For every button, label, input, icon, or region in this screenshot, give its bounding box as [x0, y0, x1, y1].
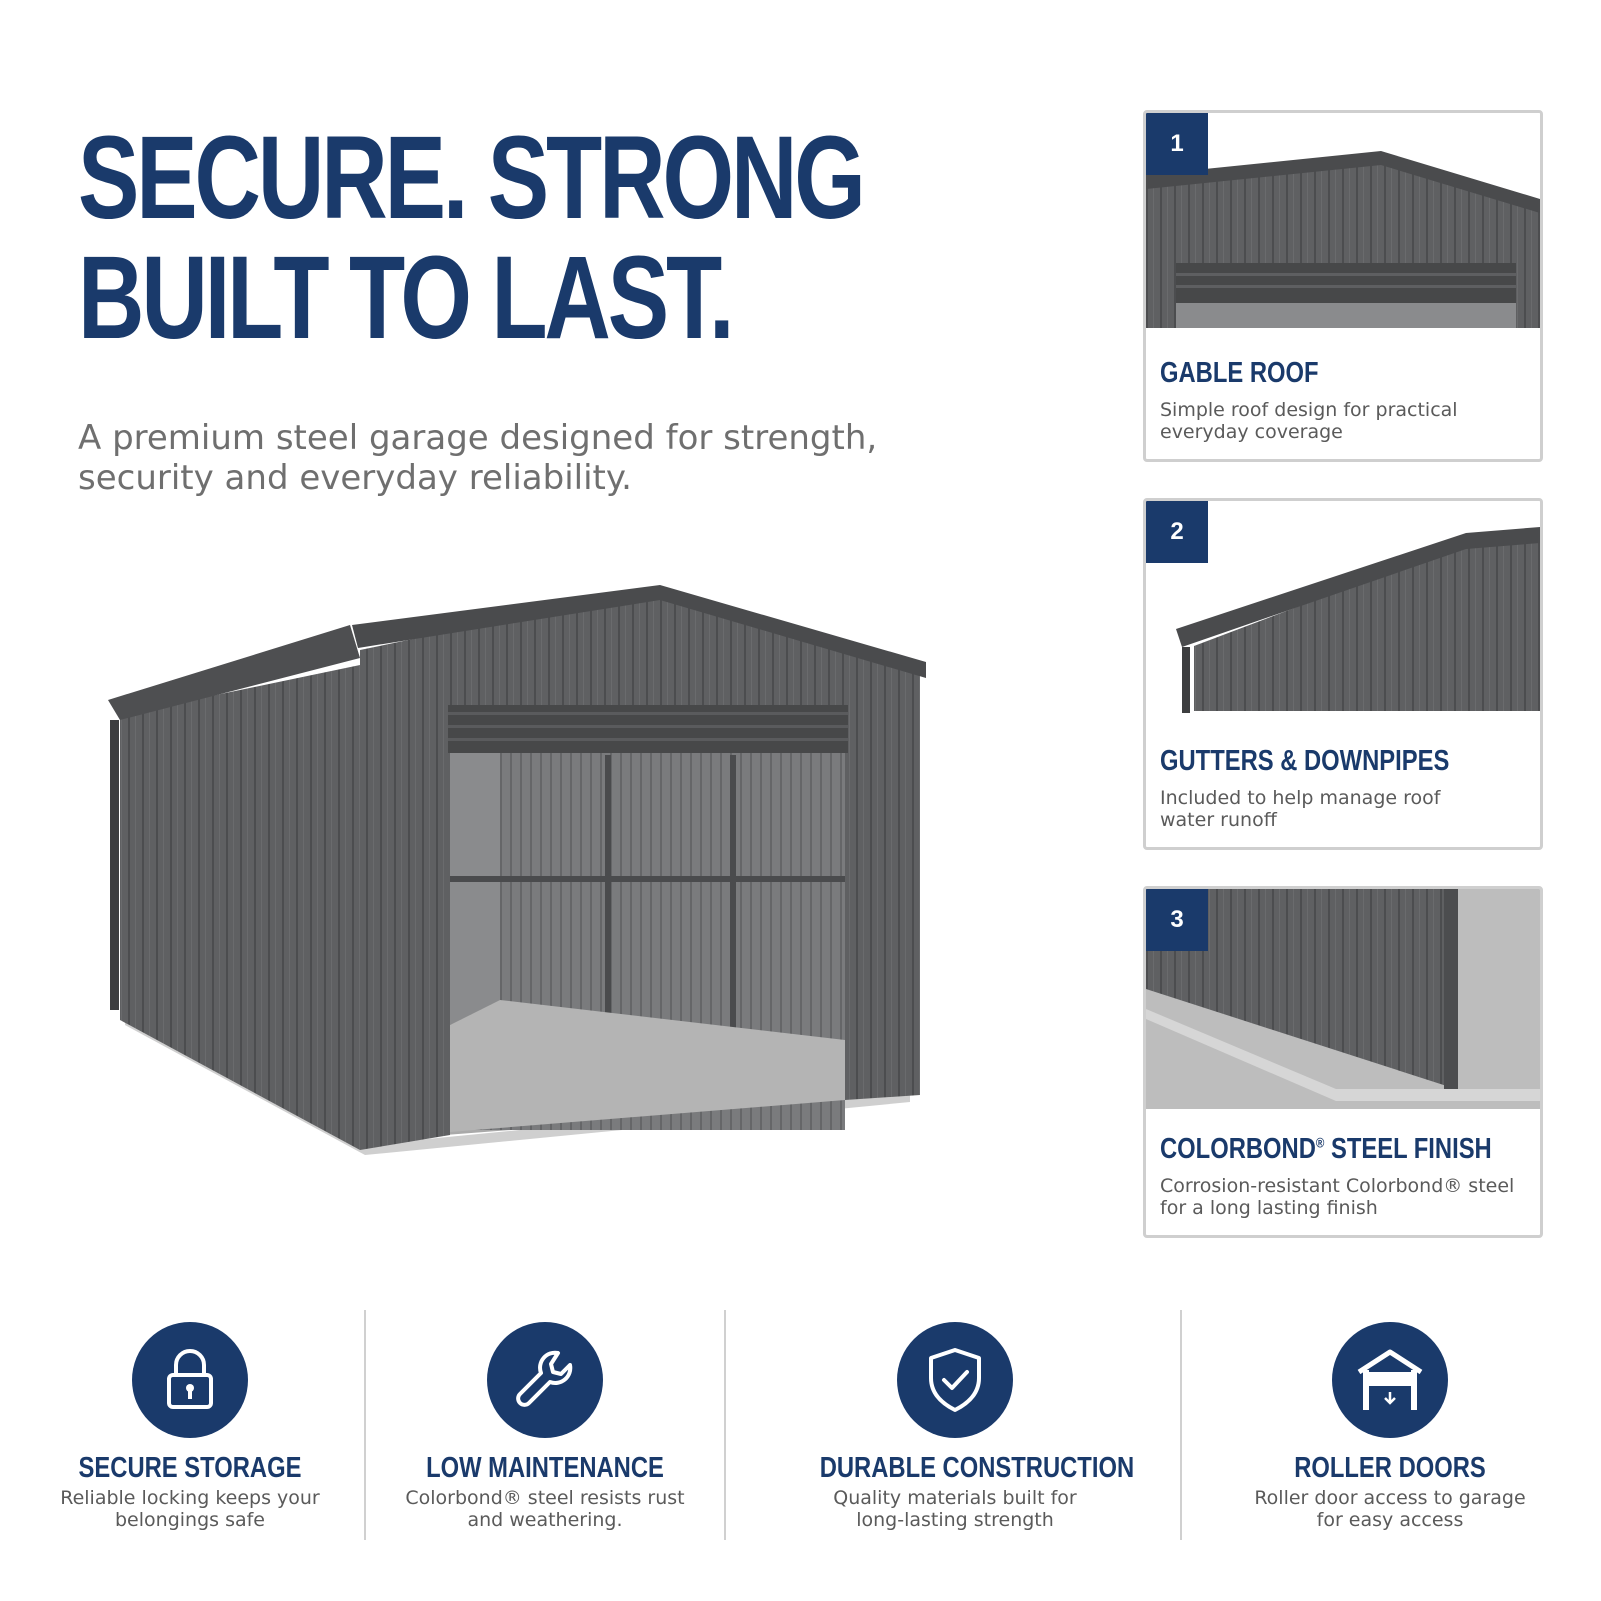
feature-description-line-2: and weathering.: [467, 1509, 623, 1531]
feature-title: ROLLER DOORS: [1294, 1452, 1486, 1484]
feature-card-gable-roof: 1 GABLE ROOF Simple roof design for prac…: [1143, 110, 1543, 462]
feature-description-line-1: Reliable locking keeps your: [60, 1487, 320, 1509]
subheadline-line-1: A premium steel garage designed for stre…: [78, 418, 878, 458]
feature-description: Colorbond® steel resists rust and weathe…: [390, 1487, 700, 1531]
headline-line-1: SECURE. STRONG: [78, 112, 866, 244]
card-description-line-2: for a long lasting finish: [1160, 1197, 1378, 1219]
card-description-line-1: Simple roof design for practical: [1160, 399, 1458, 421]
feature-low-maintenance: LOW MAINTENANCE Colorbond® steel resists…: [390, 1322, 700, 1531]
card-title: GABLE ROOF: [1160, 357, 1319, 389]
feature-description-line-1: Quality materials built for: [833, 1487, 1077, 1509]
subheadline-line-2: security and everyday reliability.: [78, 458, 632, 498]
card-description-line-2: water runoff: [1160, 809, 1277, 831]
card-description: Corrosion-resistant Colorbond® steel for…: [1160, 1175, 1530, 1219]
feature-description-line-1: Colorbond® steel resists rust: [405, 1487, 685, 1509]
feature-description-line-2: long-lasting strength: [856, 1509, 1054, 1531]
wrench-icon: [487, 1322, 603, 1438]
feature-title: DURABLE CONSTRUCTION: [819, 1452, 1135, 1484]
feature-strip: SECURE STORAGE Reliable locking keeps yo…: [0, 1310, 1601, 1550]
feature-description-line-2: for easy access: [1316, 1509, 1464, 1531]
card-title-suffix: STEEL FINISH: [1324, 1133, 1492, 1165]
card-description-line-2: everyday coverage: [1160, 421, 1343, 443]
feature-durable-construction: DURABLE CONSTRUCTION Quality materials b…: [790, 1322, 1135, 1531]
headline: SECURE. STRONG BUILT TO LAST.: [78, 112, 866, 364]
card-description-line-1: Included to help manage roof: [1160, 787, 1441, 809]
lock-icon: [132, 1322, 248, 1438]
colorbond-steel-photo: [1146, 889, 1540, 1109]
feature-description: Reliable locking keeps your belongings s…: [40, 1487, 340, 1531]
card-description-line-1: Corrosion-resistant Colorbond® steel: [1160, 1175, 1515, 1197]
feature-description-line-1: Roller door access to garage: [1254, 1487, 1526, 1509]
feature-divider: [1180, 1310, 1182, 1540]
gable-roof-photo: [1146, 113, 1540, 333]
card-title-text: COLORBOND: [1160, 1133, 1316, 1165]
feature-card-colorbond: 3 COLORBOND® STEEL FINISH Corrosion-resi…: [1143, 886, 1543, 1238]
subheadline: A premium steel garage designed for stre…: [78, 418, 978, 498]
feature-description: Roller door access to garage for easy ac…: [1230, 1487, 1550, 1531]
card-number-badge: 1: [1146, 113, 1208, 175]
card-number-badge: 2: [1146, 501, 1208, 563]
shield-check-icon: [897, 1322, 1013, 1438]
feature-roller-doors: ROLLER DOORS Roller door access to garag…: [1230, 1322, 1550, 1531]
gutters-photo: [1146, 501, 1540, 721]
feature-secure-storage: SECURE STORAGE Reliable locking keeps yo…: [40, 1322, 340, 1531]
registered-mark: ®: [1315, 1134, 1325, 1151]
feature-description: Quality materials built for long-lasting…: [790, 1487, 1120, 1531]
feature-title: LOW MAINTENANCE: [426, 1452, 664, 1484]
garage-illustration: [108, 585, 926, 1155]
card-description: Simple roof design for practical everyda…: [1160, 399, 1530, 443]
card-title: GUTTERS & DOWNPIPES: [1160, 745, 1450, 777]
feature-description-line-2: belongings safe: [115, 1509, 265, 1531]
garage-door-icon: [1332, 1322, 1448, 1438]
card-title: COLORBOND® STEEL FINISH: [1160, 1133, 1492, 1166]
headline-line-2: BUILT TO LAST.: [78, 232, 735, 364]
feature-card-gutters: 2 GUTTERS & DOWNPIPES Included to help m…: [1143, 498, 1543, 850]
card-number-badge: 3: [1146, 889, 1208, 951]
feature-title: SECURE STORAGE: [78, 1452, 302, 1484]
card-description: Included to help manage roof water runof…: [1160, 787, 1530, 831]
feature-divider: [364, 1310, 366, 1540]
feature-divider: [724, 1310, 726, 1540]
